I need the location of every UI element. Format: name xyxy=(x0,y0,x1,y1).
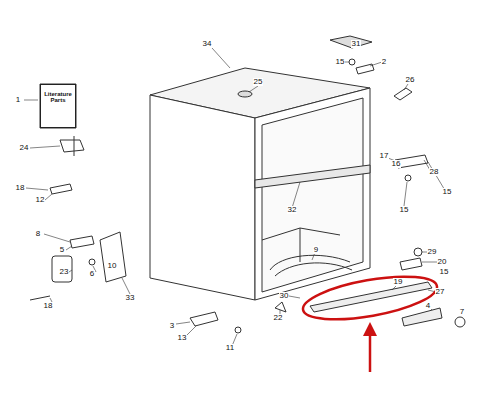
callout-number: 4 xyxy=(425,302,431,310)
part-5 xyxy=(70,236,94,248)
callout-number: 15 xyxy=(335,58,346,66)
part-6 xyxy=(89,259,95,265)
part-12 xyxy=(50,184,72,194)
part-31 xyxy=(330,36,372,48)
part-29 xyxy=(414,248,422,256)
booklet xyxy=(40,84,76,128)
callout-number: 24 xyxy=(19,144,30,152)
tube-9b xyxy=(275,263,352,276)
callout-number: 16 xyxy=(391,160,402,168)
callout-number: 5 xyxy=(59,246,65,254)
callout-number: 15 xyxy=(442,188,453,196)
callout-number: 27 xyxy=(435,288,446,296)
part-25 xyxy=(238,91,252,97)
part-11 xyxy=(235,327,241,333)
callout-number: 2 xyxy=(381,58,387,66)
callout-number: 13 xyxy=(177,334,188,342)
tube-9 xyxy=(270,255,350,270)
part-24 xyxy=(60,136,84,156)
callout-number: 19 xyxy=(393,278,404,286)
booklet-title: Literature Parts xyxy=(43,91,73,104)
literature-booklet: Literature Parts xyxy=(40,84,76,128)
callout-number: 15 xyxy=(399,206,410,214)
callout-number: 1 xyxy=(15,96,21,104)
part-33 xyxy=(100,232,126,282)
cabinet-front xyxy=(255,88,370,300)
cabinet-opening xyxy=(262,98,363,292)
cabinet-side xyxy=(150,95,255,300)
callout-number: 17 xyxy=(379,152,390,160)
divider-bar xyxy=(255,165,370,188)
callout-number: 11 xyxy=(225,344,235,352)
callout-number: 6 xyxy=(89,270,95,278)
liner-detail xyxy=(262,228,340,262)
callout-number: 9 xyxy=(313,246,319,254)
callout-number: 22 xyxy=(273,314,284,322)
part-3 xyxy=(190,312,218,326)
highlight-ellipse xyxy=(300,268,440,327)
part-26 xyxy=(394,88,412,100)
callout-number: 25 xyxy=(253,78,264,86)
part-15 xyxy=(349,59,355,65)
callout-number: 30 xyxy=(279,292,290,300)
part-15b xyxy=(405,175,411,181)
callout-number: 3 xyxy=(169,322,175,330)
part-19-bar xyxy=(310,282,432,312)
part-23 xyxy=(52,256,72,282)
callout-number: 18 xyxy=(43,302,54,310)
callout-number: 32 xyxy=(287,206,298,214)
callout-number: 34 xyxy=(202,40,213,48)
callout-number: 8 xyxy=(35,230,41,238)
part-20 xyxy=(400,258,422,270)
callout-number: 15 xyxy=(439,268,450,276)
callout-number: 20 xyxy=(437,258,448,266)
callout-number: 31 xyxy=(351,40,362,48)
callout-number: 7 xyxy=(459,308,465,316)
callout-number: 12 xyxy=(35,196,46,204)
callout-number: 18 xyxy=(15,184,26,192)
callout-number: 33 xyxy=(125,294,136,302)
callout-number: 26 xyxy=(405,76,416,84)
pointer-arrow xyxy=(369,332,372,372)
part-18 xyxy=(30,296,50,300)
part-22 xyxy=(275,302,286,312)
part-4 xyxy=(402,308,442,326)
callout-number: 29 xyxy=(427,248,438,256)
part-7 xyxy=(455,317,465,327)
callout-number: 10 xyxy=(107,262,118,270)
callout-number: 23 xyxy=(59,268,70,276)
pointer-arrowhead xyxy=(363,322,377,336)
callout-number: 28 xyxy=(429,168,440,176)
